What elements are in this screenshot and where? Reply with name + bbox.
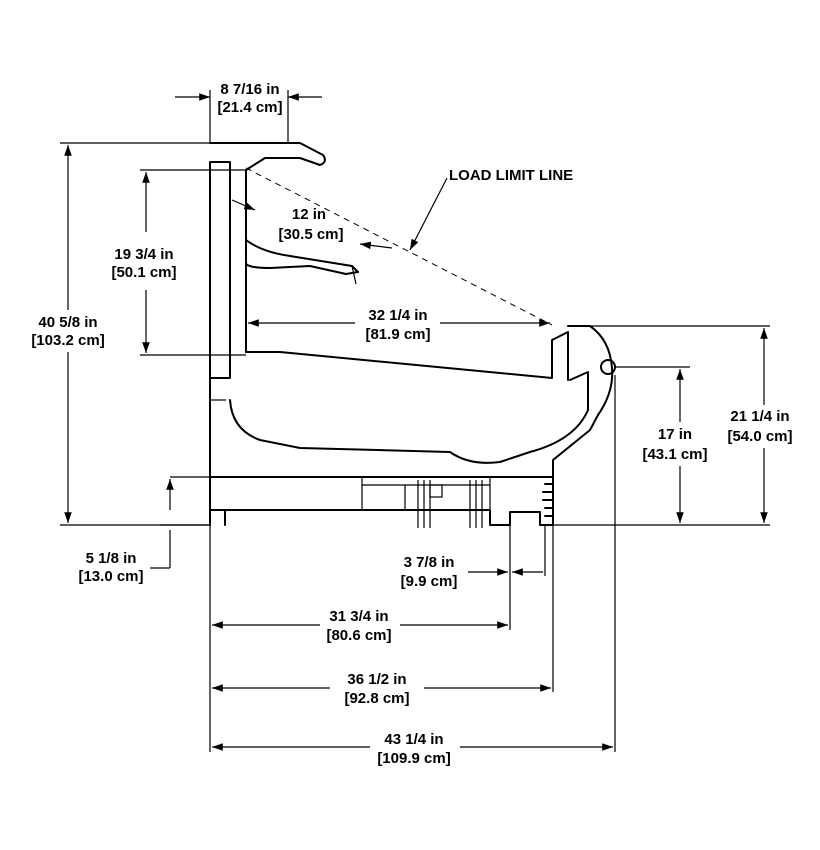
- rail-height-imperial: 17 in: [658, 426, 692, 443]
- well-depth-imperial: 32 1/4 in: [368, 307, 427, 324]
- top-width-imperial: 8 7/16 in: [220, 81, 279, 98]
- load-limit-leader: [409, 177, 448, 251]
- base-height-metric: [13.0 cm]: [78, 568, 143, 585]
- load-limit-dashed-line: [245, 167, 553, 326]
- front-bumper: [552, 325, 614, 478]
- rear-wall: [209, 161, 231, 526]
- dimension-labels: 8 7/16 in [21.4 cm] 40 5/8 in [103.2 cm]…: [31, 81, 792, 767]
- base-depth-imperial: 31 3/4 in: [329, 608, 388, 625]
- front-height-imperial: 21 1/4 in: [730, 408, 789, 425]
- load-limit-label: LOAD LIMIT LINE: [449, 167, 573, 184]
- overall-depth-metric: [109.9 cm]: [377, 750, 450, 767]
- extension-lines: [60, 90, 770, 752]
- top-canopy: [209, 142, 326, 171]
- shelf-depth-metric: [30.5 cm]: [278, 226, 343, 243]
- total-height-metric: [103.2 cm]: [31, 332, 104, 349]
- angled-shelf: [245, 239, 359, 275]
- base-equipment: [361, 476, 491, 511]
- total-height-imperial: 40 5/8 in: [38, 314, 97, 331]
- dimension-lines: [64, 93, 768, 751]
- toe-kick-metric: [9.9 cm]: [401, 573, 458, 590]
- top-width-metric: [21.4 cm]: [217, 99, 282, 116]
- rail-height-metric: [43.1 cm]: [642, 446, 707, 463]
- front-height-metric: [54.0 cm]: [727, 428, 792, 445]
- case-depth-imperial: 36 1/2 in: [347, 671, 406, 688]
- base-depth-metric: [80.6 cm]: [326, 627, 391, 644]
- shelf-height-metric: [50.1 cm]: [111, 264, 176, 281]
- shelf-height-imperial: 19 3/4 in: [114, 246, 173, 263]
- case-outline: [209, 142, 616, 528]
- base-profile: [224, 476, 554, 526]
- leg-detail: [542, 483, 554, 517]
- case-depth-metric: [92.8 cm]: [344, 690, 409, 707]
- shelf-depth-imperial: 12 in: [292, 206, 326, 223]
- well-pan: [245, 331, 569, 381]
- well-depth-metric: [81.9 cm]: [365, 326, 430, 343]
- base-height-imperial: 5 1/8 in: [86, 550, 137, 567]
- tub-curve: [229, 371, 589, 464]
- overall-depth-imperial: 43 1/4 in: [384, 731, 443, 748]
- toe-kick-imperial: 3 7/8 in: [404, 554, 455, 571]
